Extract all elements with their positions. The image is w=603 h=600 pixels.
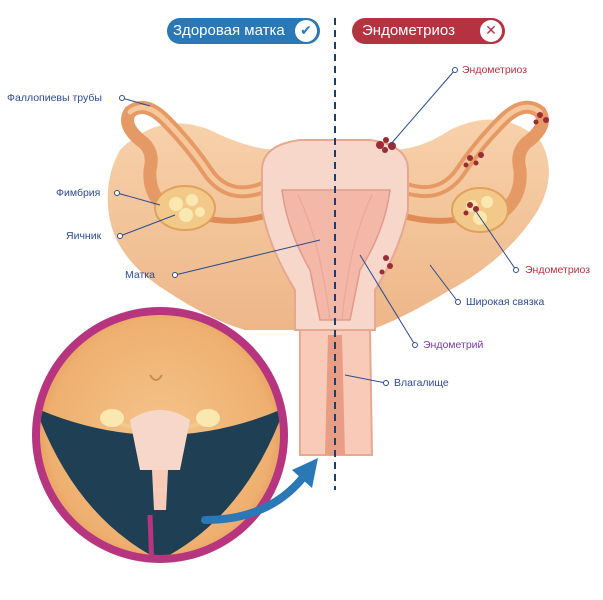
label-uterus: Матка — [125, 269, 155, 281]
left-ovary — [154, 185, 216, 231]
endometriosis-lesions — [376, 112, 549, 275]
label-endometrium: Эндометрий — [423, 339, 484, 351]
check-icon: ✔ — [295, 20, 317, 42]
x-icon: ✕ — [480, 20, 502, 42]
arrow — [201, 471, 309, 524]
label-fallopian-tubes: Фаллопиевы трубы — [7, 92, 102, 104]
label-endometriosis-right: Эндометриоз — [525, 264, 591, 276]
label-vagina: Влагалище — [394, 377, 449, 389]
endometriosis-badge: Эндометриоз ✕ — [352, 18, 505, 44]
inset-body-view — [32, 307, 288, 563]
label-fimbria: Фимбрия — [56, 187, 101, 199]
right-ovary — [451, 187, 509, 233]
endometriosis-label: Эндометриоз — [362, 22, 455, 39]
label-broad-ligament: Широкая связка — [466, 296, 545, 308]
label-endometriosis-top: Эндометриоз — [462, 64, 528, 76]
healthy-uterus-label: Здоровая матка — [173, 22, 285, 39]
label-ovary: Яичник — [66, 230, 102, 242]
healthy-uterus-badge: Здоровая матка ✔ — [167, 18, 320, 44]
